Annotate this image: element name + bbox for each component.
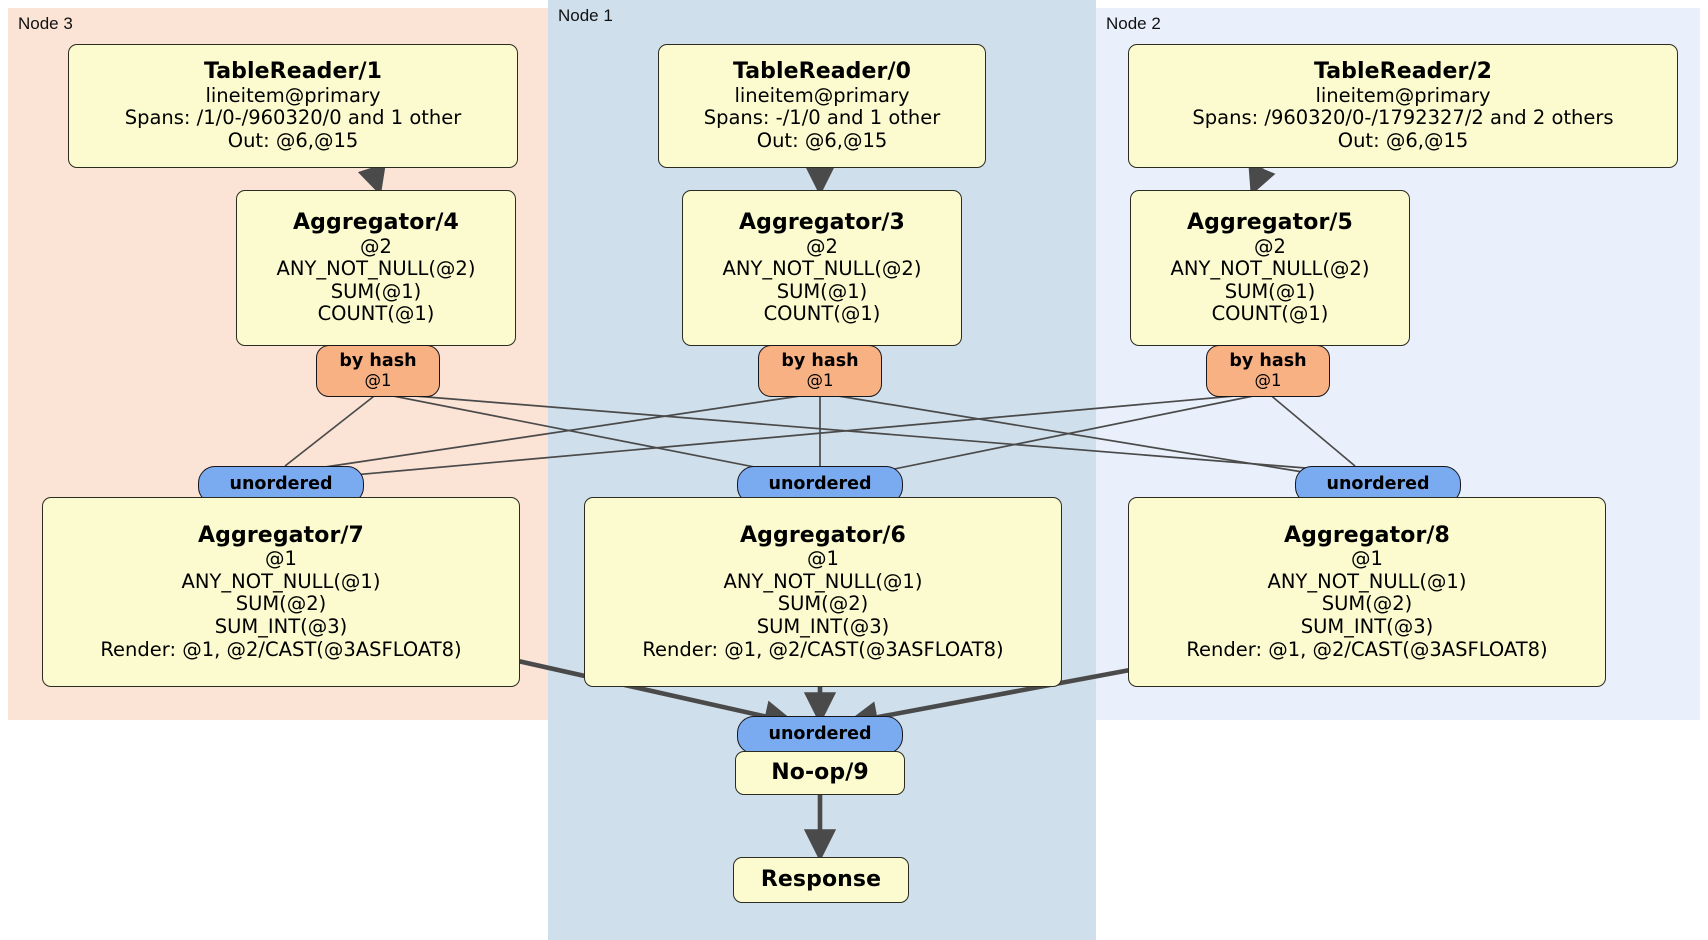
processor-line: lineitem@primary: [1315, 83, 1491, 107]
synchronizer-unordered-final[interactable]: unordered: [737, 716, 903, 754]
processor-line: Out: @6,@15: [227, 129, 359, 153]
node-region-label-node3: Node 3: [18, 14, 73, 33]
synchronizer-label: unordered: [1326, 474, 1430, 495]
processor-line: ANY_NOT_NULL(@1): [723, 569, 923, 593]
node-region-label-node2: Node 2: [1106, 14, 1161, 33]
processor-line: Out: @6,@15: [756, 129, 888, 153]
processor-line: @1: [265, 547, 297, 571]
processor-line: SUM(@2): [1321, 592, 1413, 616]
processor-line: SUM(@1): [776, 279, 868, 303]
processor-title: Aggregator/8: [1284, 522, 1450, 548]
synchronizer-label: unordered: [229, 474, 333, 495]
processor-line: SUM(@1): [1224, 279, 1316, 303]
router-label: by hash: [781, 351, 859, 372]
processor-line: SUM(@2): [777, 592, 869, 616]
processor-line: ANY_NOT_NULL(@2): [276, 257, 476, 281]
processor-line: @2: [806, 234, 838, 258]
node-region-label-node1: Node 1: [558, 6, 613, 25]
processor-line: Render: @1, @2/CAST(@3ASFLOAT8): [100, 637, 462, 661]
processor-line: SUM_INT(@3): [214, 615, 348, 639]
router-sublabel: @1: [806, 370, 834, 390]
processor-title: TableReader/0: [732, 59, 912, 85]
processor-line: @1: [1351, 547, 1383, 571]
processor-title: Aggregator/3: [739, 210, 905, 236]
router-by-hash-mid[interactable]: by hash @1: [758, 345, 882, 397]
processor-line: Render: @1, @2/CAST(@3ASFLOAT8): [642, 637, 1004, 661]
processor-aggregator-8[interactable]: Aggregator/8 @1 ANY_NOT_NULL(@1) SUM(@2)…: [1128, 497, 1606, 687]
processor-line: @2: [360, 234, 392, 258]
processor-title: Aggregator/6: [740, 522, 906, 548]
processor-line: lineitem@primary: [734, 83, 910, 107]
router-sublabel: @1: [1254, 370, 1282, 390]
processor-title: TableReader/2: [1313, 59, 1493, 85]
processor-title: Aggregator/4: [293, 210, 459, 236]
processor-aggregator-6[interactable]: Aggregator/6 @1 ANY_NOT_NULL(@1) SUM(@2)…: [584, 497, 1062, 687]
processor-line: ANY_NOT_NULL(@2): [1170, 257, 1370, 281]
processor-line: SUM(@2): [235, 592, 327, 616]
processor-aggregator-5[interactable]: Aggregator/5 @2 ANY_NOT_NULL(@2) SUM(@1)…: [1130, 190, 1410, 346]
processor-line: SUM(@1): [330, 279, 422, 303]
processor-line: SUM_INT(@3): [756, 615, 890, 639]
processor-line: COUNT(@1): [763, 302, 881, 326]
processor-line: COUNT(@1): [1211, 302, 1329, 326]
processor-line: SUM_INT(@3): [1300, 615, 1434, 639]
processor-table-reader-1[interactable]: TableReader/1 lineitem@primary Spans: /1…: [68, 44, 518, 168]
processor-aggregator-4[interactable]: Aggregator/4 @2 ANY_NOT_NULL(@2) SUM(@1)…: [236, 190, 516, 346]
processor-line: ANY_NOT_NULL(@2): [722, 257, 922, 281]
processor-line: Render: @1, @2/CAST(@3ASFLOAT8): [1186, 637, 1548, 661]
processor-line: Out: @6,@15: [1337, 129, 1469, 153]
processor-line: Spans: -/1/0 and 1 other: [703, 106, 941, 130]
processor-table-reader-0[interactable]: TableReader/0 lineitem@primary Spans: -/…: [658, 44, 986, 168]
router-by-hash-right[interactable]: by hash @1: [1206, 345, 1330, 397]
synchronizer-label: unordered: [768, 724, 872, 745]
processor-aggregator-7[interactable]: Aggregator/7 @1 ANY_NOT_NULL(@1) SUM(@2)…: [42, 497, 520, 687]
processor-line: ANY_NOT_NULL(@1): [181, 569, 381, 593]
processor-line: @1: [807, 547, 839, 571]
processor-line: Spans: /960320/0-/1792327/2 and 2 others: [1192, 106, 1614, 130]
processor-title: TableReader/1: [203, 59, 383, 85]
synchronizer-label: unordered: [768, 474, 872, 495]
processor-response[interactable]: Response: [733, 857, 909, 903]
processor-no-op-9[interactable]: No-op/9: [735, 751, 905, 795]
processor-title: Aggregator/5: [1187, 210, 1353, 236]
processor-line: Spans: /1/0-/960320/0 and 1 other: [124, 106, 462, 130]
router-sublabel: @1: [364, 370, 392, 390]
processor-line: @2: [1254, 234, 1286, 258]
router-label: by hash: [339, 351, 417, 372]
router-label: by hash: [1229, 351, 1307, 372]
processor-aggregator-3[interactable]: Aggregator/3 @2 ANY_NOT_NULL(@2) SUM(@1)…: [682, 190, 962, 346]
processor-line: ANY_NOT_NULL(@1): [1267, 569, 1467, 593]
router-by-hash-left[interactable]: by hash @1: [316, 345, 440, 397]
processor-table-reader-2[interactable]: TableReader/2 lineitem@primary Spans: /9…: [1128, 44, 1678, 168]
processor-title: Response: [760, 867, 882, 893]
processor-line: lineitem@primary: [205, 83, 381, 107]
processor-line: COUNT(@1): [317, 302, 435, 326]
processor-title: Aggregator/7: [198, 522, 364, 548]
processor-title: No-op/9: [771, 760, 869, 786]
